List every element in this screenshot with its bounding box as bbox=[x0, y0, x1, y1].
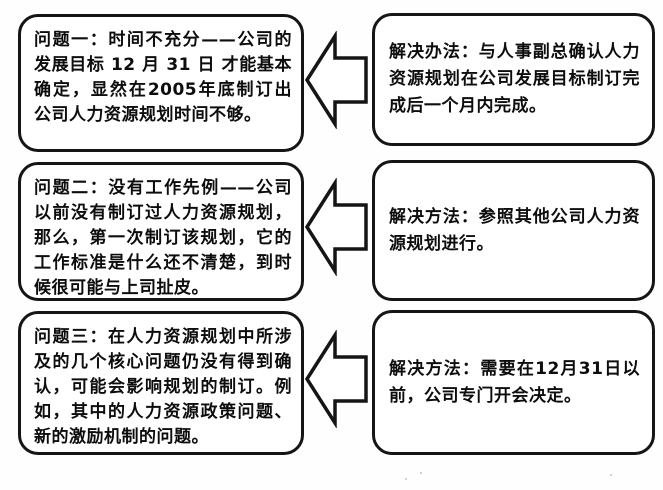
problem-box-1: 问题一：时间不充分——公司的发展目标 12 月 31 日 才能基本确定，显然在2… bbox=[18, 14, 304, 152]
solution-2-text: 解决方法：参照其他公司人力资源规划进行。 bbox=[389, 206, 640, 254]
solution-box-1: 解决办法：与人事副总确认人力资源规划在公司发展目标制订完成后一个月内完成。 bbox=[372, 13, 655, 146]
scan-speck bbox=[405, 478, 407, 480]
solution-3-text: 解决方法：需要在12月31日以前，公司专门开会决定。 bbox=[389, 358, 640, 406]
problem-box-3: 问题三：在人力资源规划中所涉及的几个核心问题仍没有得到确认，可能会影响规划的制订… bbox=[18, 311, 304, 455]
solution-box-2: 解决方法：参照其他公司人力资源规划进行。 bbox=[372, 160, 655, 301]
solution-1-text: 解决办法：与人事副总确认人力资源规划在公司发展目标制订完成后一个月内完成。 bbox=[389, 42, 640, 116]
solution-box-3: 解决方法：需要在12月31日以前，公司专门开会决定。 bbox=[372, 310, 655, 455]
problem-box-2: 问题二：没有工作先例——公司以前没有制订过人力资源规划，那么，第一次制订该规划，… bbox=[18, 162, 304, 301]
scan-speck bbox=[610, 474, 612, 476]
problem-3-text: 问题三：在人力资源规划中所涉及的几个核心问题仍没有得到确认，可能会影响规划的制订… bbox=[34, 327, 292, 447]
left-arrow-icon-1 bbox=[305, 31, 369, 129]
problem-2-text: 问题二：没有工作先例——公司以前没有制订过人力资源规划，那么，第一次制订该规划，… bbox=[34, 178, 292, 298]
left-arrow-icon-3 bbox=[305, 330, 369, 428]
problem-1-text: 问题一：时间不充分——公司的发展目标 12 月 31 日 才能基本确定，显然在2… bbox=[34, 30, 292, 125]
scan-speck bbox=[420, 472, 422, 474]
left-arrow-icon-2 bbox=[305, 178, 369, 276]
